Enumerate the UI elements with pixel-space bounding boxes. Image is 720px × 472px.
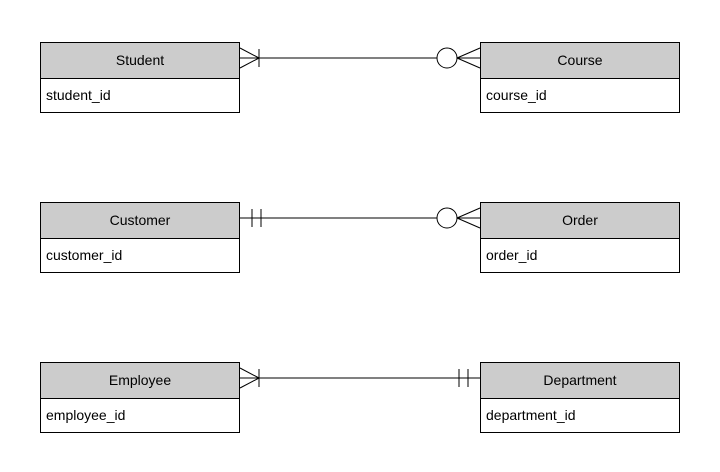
entity-department-name: Department xyxy=(481,363,679,399)
entity-employee-name: Employee xyxy=(41,363,239,399)
entity-student[interactable]: Student student_id xyxy=(40,42,240,113)
entity-employee[interactable]: Employee employee_id xyxy=(40,362,240,433)
entity-course-name: Course xyxy=(481,43,679,79)
entity-student-name: Student xyxy=(41,43,239,79)
entity-student-attribute: student_id xyxy=(41,79,239,112)
zero-ring xyxy=(436,47,458,69)
entity-department[interactable]: Department department_id xyxy=(480,362,680,433)
relationship-employee-department[interactable] xyxy=(239,367,480,389)
entity-order-attribute: order_id xyxy=(481,239,679,272)
entity-employee-attribute: employee_id xyxy=(41,399,239,432)
relationship-student-course[interactable] xyxy=(239,47,481,69)
entity-customer[interactable]: Customer customer_id xyxy=(40,202,240,273)
entity-order[interactable]: Order order_id xyxy=(480,202,680,273)
relationship-customer-order[interactable] xyxy=(240,207,481,229)
entity-course-attribute: course_id xyxy=(481,79,679,112)
entity-order-name: Order xyxy=(481,203,679,239)
zero-ring xyxy=(436,207,458,229)
entity-department-attribute: department_id xyxy=(481,399,679,432)
entity-customer-attribute: customer_id xyxy=(41,239,239,272)
entity-customer-name: Customer xyxy=(41,203,239,239)
entity-course[interactable]: Course course_id xyxy=(480,42,680,113)
